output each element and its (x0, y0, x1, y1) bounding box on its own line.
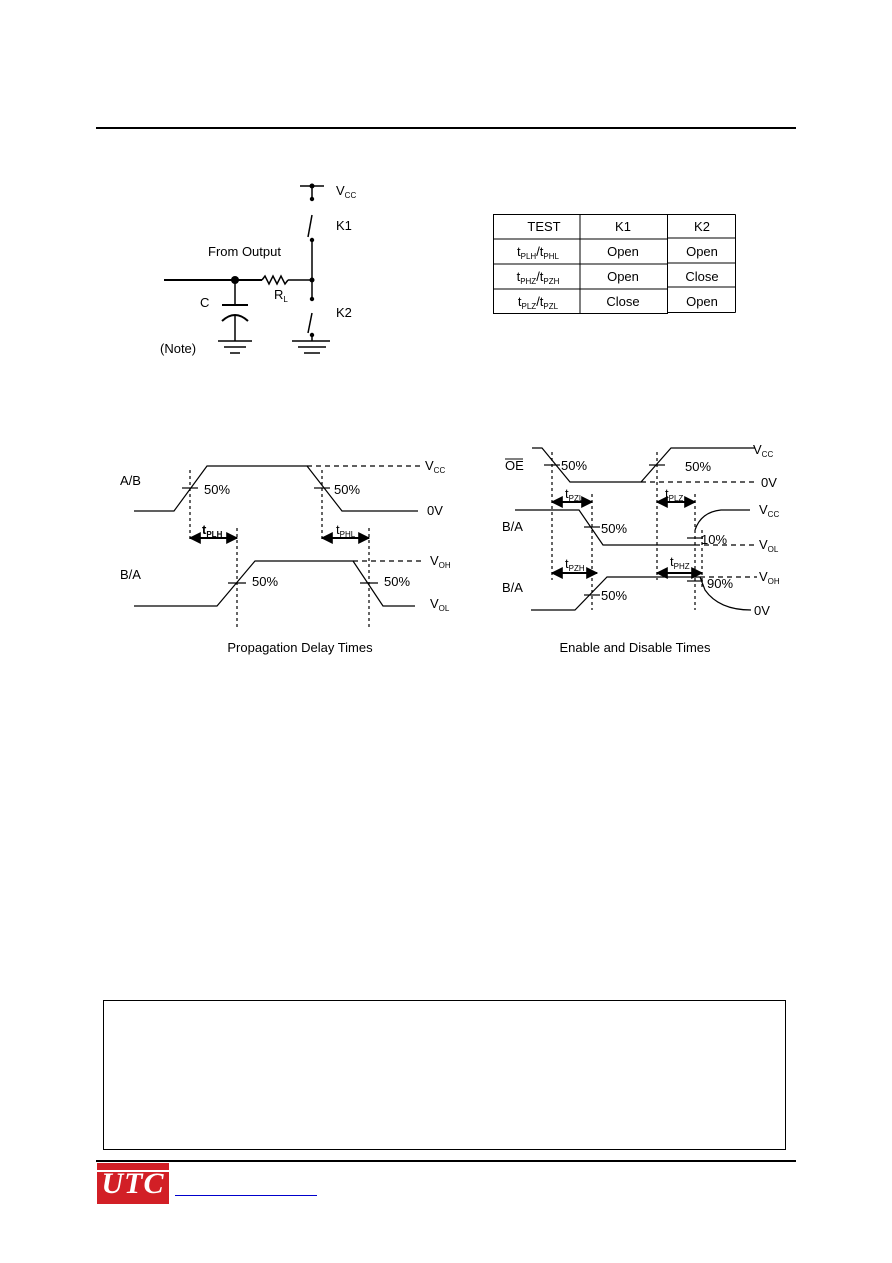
vcc-label: VCC (336, 183, 356, 200)
pct-label-fall-in: 50% (334, 482, 360, 497)
k1-label: K1 (336, 218, 352, 233)
rl-label: RL (274, 287, 288, 304)
from-output-label: From Output (208, 244, 281, 259)
enable-disable-caption: Enable and Disable Times (559, 640, 711, 655)
ba-voh-label: VOH (759, 569, 780, 586)
table-row-1-k2: Open (686, 244, 718, 259)
pct-label-fall-out: 50% (384, 574, 410, 589)
tpzl-label: tPZL (565, 486, 584, 503)
table-row-1-test: tPLH/tPHL (517, 244, 560, 261)
note-label: (Note) (160, 341, 196, 356)
table-row-3-test: tPLZ/tPZL (518, 294, 559, 311)
tphz-label: tPHZ (670, 554, 690, 571)
table-header-test: TEST (527, 219, 560, 234)
propagation-delay-caption: Propagation Delay Times (227, 640, 373, 655)
output-waveform-label: B/A (120, 567, 141, 582)
oe-vcc-label: VCC (753, 442, 773, 459)
tplh-label: tPLH (202, 522, 223, 539)
ba-pct-fall: 50% (601, 521, 627, 536)
pct-10-label: 10% (701, 532, 727, 547)
table-row-1-k1: Open (607, 244, 639, 259)
table-row-2-k1: Open (607, 269, 639, 284)
tphl-label: tPHL (336, 522, 356, 539)
oe-pct-rise: 50% (685, 459, 711, 474)
ba-label-lower: B/A (502, 580, 523, 595)
pct-label-rise-in: 50% (204, 482, 230, 497)
oe-zero-label: 0V (761, 475, 777, 490)
capacitor-label: C (200, 295, 209, 310)
website-link[interactable] (175, 1195, 317, 1196)
oe-label: OE (505, 458, 524, 473)
tplz-label: tPLZ (665, 486, 683, 503)
ba-label-upper: B/A (502, 519, 523, 534)
vcc-level-label: VCC (425, 458, 445, 475)
table-row-2-k2: Close (685, 269, 718, 284)
enable-disable-diagram: OE B/A B/A 50% 50% 50% 50% 10% 90% VCC 0… (502, 442, 780, 655)
switch-table: TEST K1 K2 tPLH/tPHL Open Open tPHZ/tPZH… (493, 214, 736, 314)
ba-vcc-label: VCC (759, 502, 779, 519)
zero-volt-label: 0V (427, 503, 443, 518)
ba-pct-rise: 50% (601, 588, 627, 603)
logo-stripe (97, 1170, 169, 1172)
test-circuit: VCC K1 From Output RL C K2 (Note) (160, 183, 356, 356)
ba-vol-label: VOL (759, 537, 779, 554)
bottom-rule (96, 1160, 796, 1162)
table-row-2-test: tPHZ/tPZH (517, 269, 560, 286)
pct-90-label: 90% (707, 576, 733, 591)
utc-logo: UTC (97, 1163, 169, 1204)
voh-level-label: VOH (430, 553, 451, 570)
oe-pct-fall: 50% (561, 458, 587, 473)
tpzh-label: tPZH (565, 556, 585, 573)
table-row-3-k1: Close (606, 294, 639, 309)
pct-label-rise-out: 50% (252, 574, 278, 589)
note-box (103, 1000, 786, 1150)
input-waveform-label: A/B (120, 473, 141, 488)
table-header-k1: K1 (615, 219, 631, 234)
table-row-3-k2: Open (686, 294, 718, 309)
ba-zero-label: 0V (754, 603, 770, 618)
vol-level-label: VOL (430, 596, 450, 613)
propagation-delay-diagram: A/B B/A 50% 50% 50% 50% VCC 0V VOH VOL t… (120, 458, 451, 655)
k2-label: K2 (336, 305, 352, 320)
top-rule (96, 127, 796, 129)
table-header-k2: K2 (694, 219, 710, 234)
